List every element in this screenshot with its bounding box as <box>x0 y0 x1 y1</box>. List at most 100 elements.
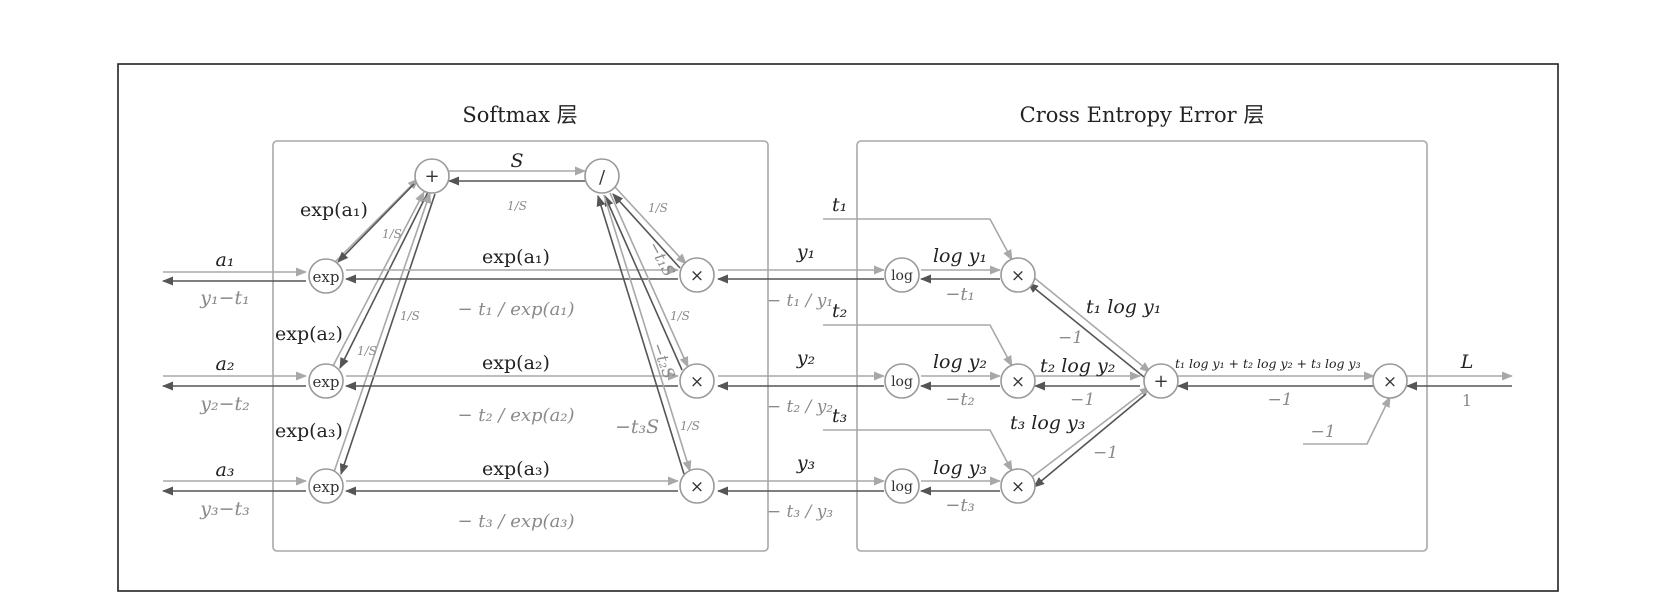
node-sum: + <box>1143 363 1179 399</box>
label-neg-t3-over-exp-a3: − t₃ / exp(a₃) <box>457 511 574 532</box>
edge-sum-cemul3 <box>1033 393 1147 488</box>
label-one: 1 <box>1462 391 1472 410</box>
node-mul3-label: × <box>690 477 704 497</box>
label-y2-minus-t2: y₂−t₂ <box>199 393 250 415</box>
node-cemul3-label: × <box>1011 477 1025 497</box>
label-neg-t3-over-y3: − t₃ / y₃ <box>767 502 833 522</box>
edge-plus-exp3 <box>339 193 436 476</box>
label-neg-t2-over-exp-a2: − t₂ / exp(a₂) <box>457 405 574 426</box>
node-exp2: exp <box>308 363 344 399</box>
label-exp-a1-upper: exp(a₁) <box>300 199 368 221</box>
node-exp1-label: exp <box>313 268 340 286</box>
label-inv-s-div3: 1/S <box>680 419 700 433</box>
node-exp2-label: exp <box>313 373 340 391</box>
edge-mul2-div <box>604 194 683 371</box>
label-t1-log-y1: t₁ log y₁ <box>1086 296 1161 318</box>
label-inv-s-1: 1/S <box>382 227 402 241</box>
label-exp-a3-mid: exp(a₃) <box>482 458 550 480</box>
softmax-title: Softmax 层 <box>462 103 577 127</box>
label-neg1-b: −1 <box>1070 390 1095 410</box>
edge-plus-exp2 <box>339 191 429 370</box>
label-neg-t1-over-exp-a1: − t₁ / exp(a₁) <box>457 299 574 320</box>
node-cemul1-label: × <box>1011 266 1025 286</box>
label-inv-s-div2: 1/S <box>670 309 690 323</box>
label-t2: t₂ <box>832 300 847 322</box>
edge-mul3-div <box>596 194 685 475</box>
label-y1: y₁ <box>796 241 815 263</box>
node-mul3: × <box>679 468 715 504</box>
node-cemul2: × <box>1000 363 1036 399</box>
label-neg-t1-over-y1: − t₁ / y₁ <box>767 291 833 311</box>
node-cemul1: × <box>1000 257 1036 293</box>
node-log3-label: log <box>891 479 913 495</box>
softmax-panel <box>272 140 769 552</box>
node-mul2: × <box>679 363 715 399</box>
label-a1: a₁ <box>216 249 235 271</box>
label-L: L <box>1460 351 1474 373</box>
node-div-label: / <box>599 167 606 188</box>
label-y3-minus-t3: y₃−t₃ <box>199 498 250 520</box>
label-neg-t2-over-y2: − t₂ / y₂ <box>767 397 833 417</box>
edge-cemul3-sum <box>1031 386 1151 478</box>
node-mul1-label: × <box>690 266 704 286</box>
edge-cemul1-sum <box>1031 275 1151 373</box>
edge-exp1-plus <box>332 178 419 265</box>
node-exp3-label: exp <box>313 478 340 496</box>
node-log2-label: log <box>891 374 913 390</box>
label-neg1-a: −1 <box>1058 328 1083 348</box>
node-exp3: exp <box>308 468 344 504</box>
label-exp-a1-mid: exp(a₁) <box>482 246 550 268</box>
label-neg1-c: −1 <box>1093 443 1118 463</box>
node-finalmul-label: × <box>1383 372 1397 392</box>
label-neg1-d: −1 <box>1267 390 1292 410</box>
label-log-y1: log y₁ <box>933 245 987 267</box>
label-neg-t1: −t₁ <box>945 284 975 305</box>
label-exp-a2-upper: exp(a₂) <box>275 323 343 345</box>
label-sum-terms: t₁ log y₁ + t₂ log y₂ + t₃ log y₃ <box>1175 356 1361 371</box>
label-y1-minus-t1: y₁−t₁ <box>199 287 250 309</box>
edge-exp3-plus <box>333 191 431 473</box>
node-plus-softmax: + <box>414 158 450 194</box>
cross-entropy-title: Cross Entropy Error 层 <box>1020 103 1265 127</box>
label-t3-log-y3: t₃ log y₃ <box>1010 412 1085 434</box>
edge-t3-input <box>823 429 1013 472</box>
label-y3: y₃ <box>796 452 815 474</box>
edge-div-mul1 <box>614 186 687 265</box>
label-inv-s-top: 1/S <box>507 199 527 213</box>
label-t2-log-y2: t₂ log y₂ <box>1040 355 1115 377</box>
edge-mul1-div <box>612 193 681 269</box>
edge-t2-input <box>823 324 1013 367</box>
node-plus-softmax-label: + <box>424 166 439 187</box>
label-log-y2: log y₂ <box>933 351 987 373</box>
label-exp-a3-upper: exp(a₃) <box>275 420 343 442</box>
node-div: / <box>584 158 620 194</box>
node-cemul2-label: × <box>1011 372 1025 392</box>
node-finalmul: × <box>1372 363 1408 399</box>
label-neg-t1-S: −t₁S <box>644 238 678 280</box>
label-neg-t2: −t₂ <box>945 389 975 410</box>
node-log1-label: log <box>891 268 913 284</box>
node-log3: log <box>884 468 920 504</box>
label-inv-s-2: 1/S <box>357 344 377 358</box>
label-t3: t₃ <box>832 405 847 427</box>
label-neg-t3-S: −t₃S <box>615 416 659 438</box>
edge-neg1-input <box>1303 395 1391 445</box>
edge-div-mul3 <box>603 194 692 473</box>
edge-div-mul2 <box>609 192 689 369</box>
label-S: S <box>510 150 523 172</box>
label-exp-a2-mid: exp(a₂) <box>482 352 550 374</box>
label-neg1-e: −1 <box>1310 422 1335 442</box>
node-log1: log <box>884 257 920 293</box>
label-inv-s-div1: 1/S <box>648 201 668 215</box>
node-log2: log <box>884 363 920 399</box>
label-neg-t3: −t₃ <box>945 495 975 516</box>
label-t1: t₁ <box>832 194 847 216</box>
label-log-y3: log y₃ <box>933 457 987 479</box>
cross-entropy-panel <box>856 140 1428 552</box>
label-a2: a₂ <box>216 353 235 375</box>
label-y2: y₂ <box>796 347 815 369</box>
edge-sum-cemul1 <box>1027 282 1145 378</box>
node-exp1: exp <box>308 258 344 294</box>
node-mul1: × <box>679 257 715 293</box>
node-sum-label: + <box>1153 371 1168 392</box>
